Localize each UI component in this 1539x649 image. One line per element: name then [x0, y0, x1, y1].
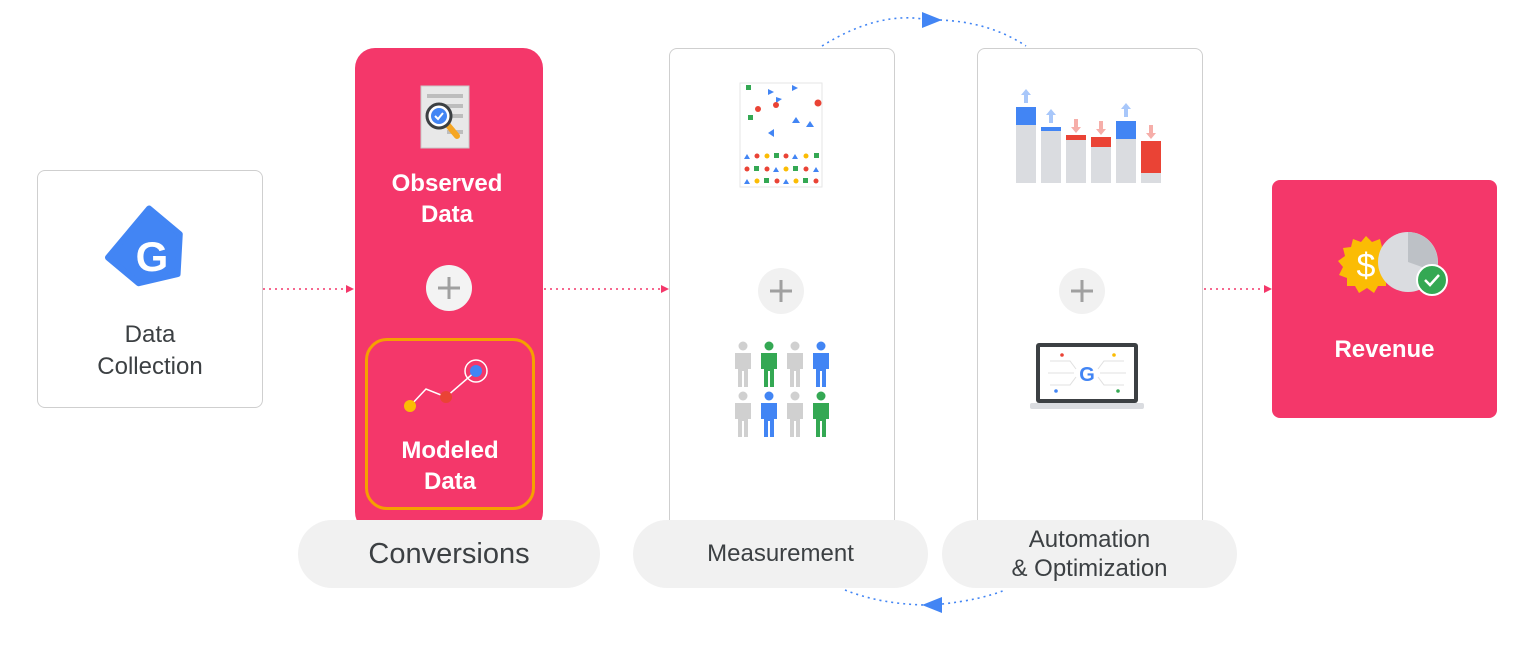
laptop-google-icon: G [1030, 343, 1144, 409]
revenue-coin-icon: $ [1338, 232, 1448, 296]
adjust-bar [1116, 103, 1136, 183]
google-tag-icon: G [104, 205, 183, 287]
plus-icon [1059, 268, 1105, 314]
plus-icon [426, 265, 472, 311]
observed-data-label: Observed Data [391, 170, 503, 228]
modeled-line-icon [404, 359, 488, 412]
adjust-bar [1016, 89, 1036, 183]
adjust-bar [1066, 119, 1086, 183]
bar-adjust-icon [1016, 89, 1161, 183]
automation-label: Automation & Optimization [1011, 526, 1168, 582]
adjust-bar [1041, 109, 1061, 183]
data-collection-label: Data Collection [97, 321, 203, 380]
svg-text:$: $ [1357, 247, 1376, 285]
conversions-card: Observed Data Modeled Data [355, 48, 543, 532]
adjust-bar [1141, 125, 1161, 183]
person-figure [813, 391, 829, 437]
modeled-data-label: Modeled Data [401, 437, 499, 495]
automation-pill: Automation & Optimization [942, 520, 1237, 588]
conversions-label: Conversions [368, 537, 530, 570]
modeled-data-box: Modeled Data [365, 338, 535, 510]
person-figure [735, 391, 751, 437]
measurement-label: Measurement [707, 540, 854, 567]
person-figure [735, 341, 751, 387]
measurement-pill: Measurement [633, 520, 928, 588]
person-figure [813, 341, 829, 387]
conversions-pill: Conversions [298, 520, 600, 588]
svg-text:G: G [136, 233, 169, 280]
document-search-icon [420, 85, 470, 149]
measurement-card [669, 48, 895, 538]
plus-icon [758, 268, 804, 314]
person-figure [787, 341, 803, 387]
revenue-label: Revenue [1334, 336, 1435, 363]
person-figure [787, 391, 803, 437]
person-figure [761, 391, 777, 437]
revenue-card: $ Revenue [1272, 180, 1497, 418]
svg-text:G: G [1079, 364, 1095, 386]
people-grid-icon [735, 341, 829, 437]
scatter-shapes-icon [739, 82, 823, 188]
data-collection-card: G Data Collection [37, 170, 263, 408]
adjust-bar [1091, 121, 1111, 183]
automation-card: G [977, 48, 1203, 538]
person-figure [761, 341, 777, 387]
